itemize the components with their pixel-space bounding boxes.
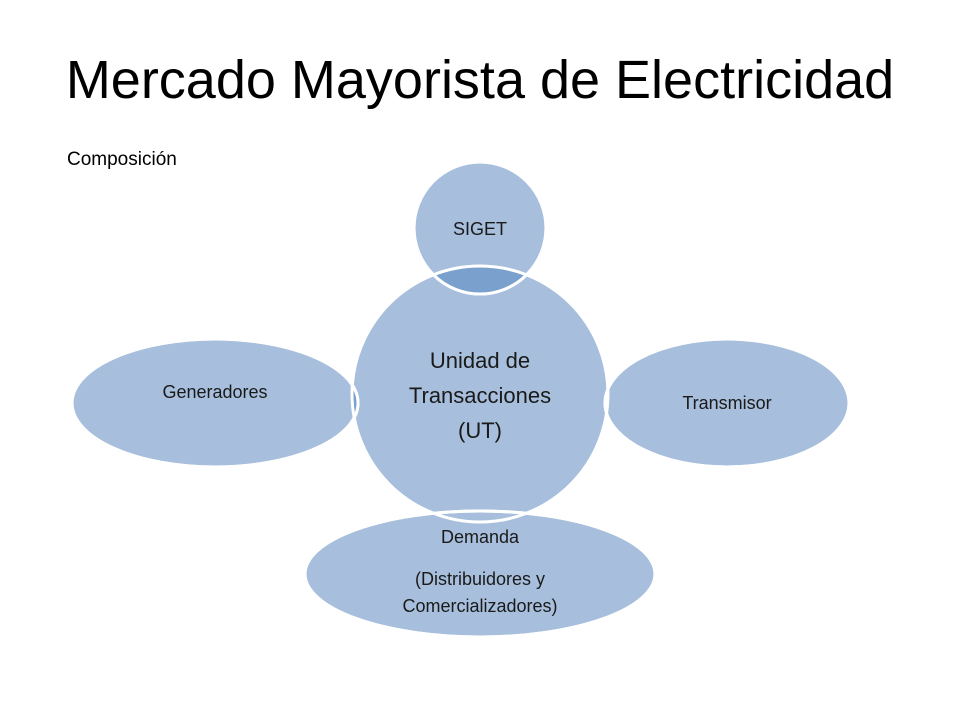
- slide-subtitle: Composición: [67, 149, 177, 170]
- slide-title: Mercado Mayorista de Electricidad: [65, 50, 895, 110]
- outline-group: [70, 160, 851, 639]
- center-label-line-2: Transacciones: [409, 383, 551, 408]
- demanda-label-line-3: Comercializadores): [402, 596, 557, 616]
- center-outline: [350, 264, 610, 524]
- generadores-label: Generadores: [162, 382, 267, 402]
- siget-outline: [412, 160, 548, 296]
- center-label-line-1: Unidad de: [430, 348, 530, 373]
- generadores-outline: [70, 337, 360, 469]
- transmisor-outline: [603, 337, 851, 469]
- transmisor-label: Transmisor: [682, 393, 771, 413]
- siget-label: SIGET: [453, 219, 507, 239]
- demanda-outline: [303, 509, 657, 639]
- demanda-label-line-1: Demanda: [441, 527, 520, 547]
- center-label-line-3: (UT): [458, 418, 502, 443]
- demanda-label-line-2: (Distribuidores y: [415, 569, 545, 589]
